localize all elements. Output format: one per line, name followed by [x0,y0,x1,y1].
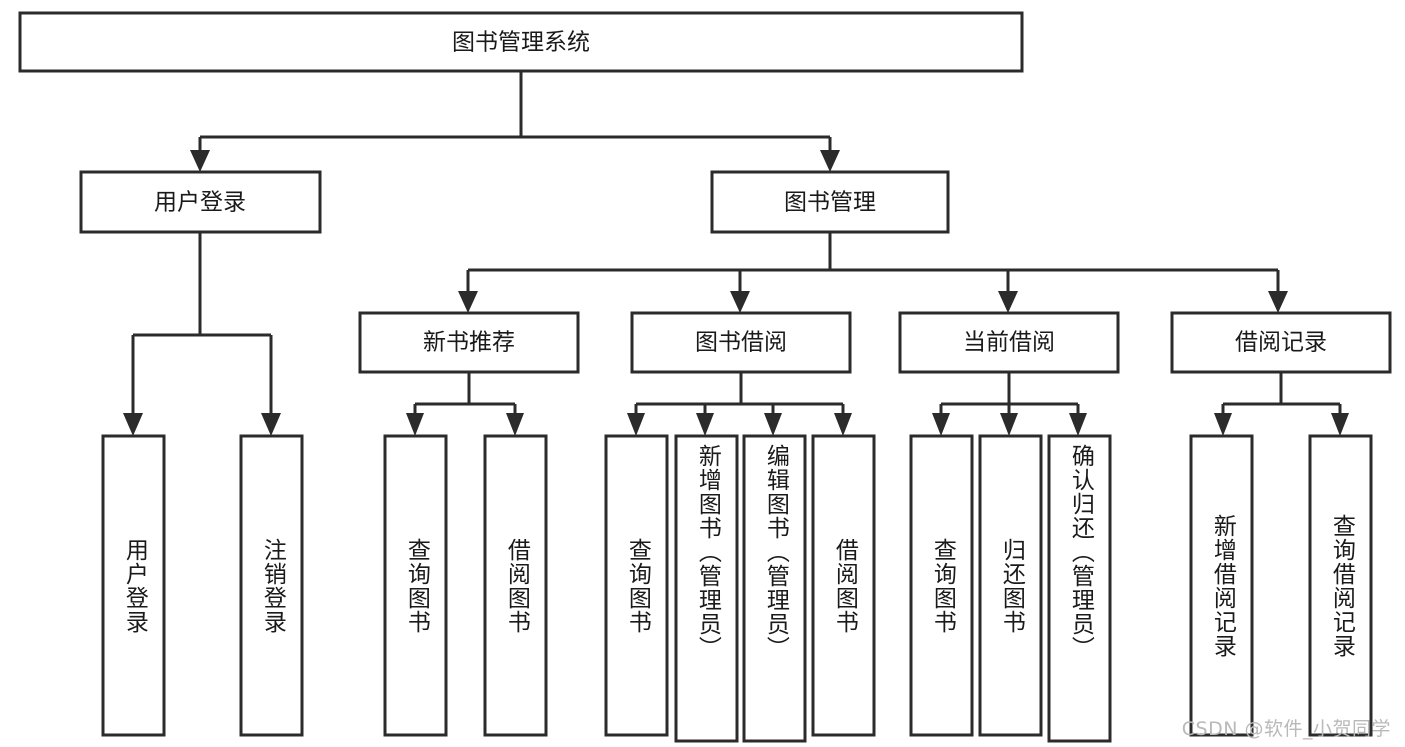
connector-borrowrecord-to-leaves [1214,372,1349,436]
leaf-box-query-borrow-record[interactable] [1308,434,1373,737]
current-borrow-box [898,311,1120,374]
new-book-recommend-label: 新书推荐 [423,330,515,356]
book-manage-label: 图书管理 [784,190,876,216]
connector-bookborrow-to-leaves [627,372,852,436]
connector-root-to-level1 [190,71,840,172]
leaf-box-query-book-2[interactable] [604,434,669,737]
leaf-box-user-login[interactable] [101,434,166,737]
leaf-box-add-borrow-record[interactable] [1189,434,1254,737]
leaf-box-confirm-return-admin[interactable] [1047,434,1112,743]
root-box [18,11,1024,73]
book-borrow-label: 图书借阅 [695,330,787,356]
current-borrow-label: 当前借阅 [963,330,1055,356]
node-new-book-recommend[interactable]: 新书推荐 [358,311,580,374]
node-user-login[interactable]: 用户登录 [79,170,322,234]
leaf-box-borrow-book-1[interactable] [483,434,548,737]
connector-currentborrow-to-leaves [932,372,1087,436]
connector-userlogin-to-leaves [123,232,281,436]
user-login-box [79,170,322,234]
node-borrow-record[interactable]: 借阅记录 [1170,311,1392,374]
node-current-borrow[interactable]: 当前借阅 [898,311,1120,374]
leaf-box-return-book[interactable] [978,434,1043,737]
connector-newbook-to-leaves [406,372,524,436]
root-label: 图书管理系统 [452,30,590,56]
user-login-label: 用户登录 [154,190,246,216]
new-book-recommend-box [358,311,580,374]
borrow-record-label: 借阅记录 [1235,330,1327,356]
node-root-system[interactable]: 图书管理系统 [18,11,1024,73]
node-book-borrow[interactable]: 图书借阅 [630,311,852,374]
leaf-box-query-book-3[interactable] [909,434,974,737]
node-book-manage[interactable]: 图书管理 [710,170,950,234]
leaf-box-edit-book-admin[interactable] [742,434,807,743]
leaf-box-borrow-book-2[interactable] [811,434,876,737]
leaf-box-logout[interactable] [239,434,304,737]
connector-bookmanage-to-level2 [458,232,1288,313]
leaf-box-add-book-admin[interactable] [674,434,739,743]
leaf-box-query-book-1[interactable] [383,434,448,737]
